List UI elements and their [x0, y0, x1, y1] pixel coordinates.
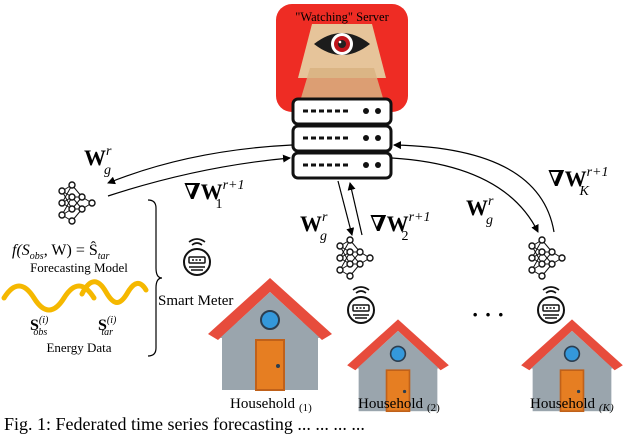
neural-network-icon-K: [528, 236, 566, 280]
smart-meter-label: Smart Meter: [158, 293, 233, 309]
neural-network-icon-2: [336, 236, 374, 280]
s-obs-label: S(i)obs: [30, 315, 49, 338]
arrow-client2-to-server: [347, 182, 363, 236]
arrow-client1-to-server: [107, 154, 291, 197]
arrow-server-to-client1: [107, 144, 293, 185]
forecasting-model-formula: f(Sobs, W) = Ŝtar: [12, 240, 110, 262]
server-icon: "Watching" Server: [276, 4, 408, 180]
s-tar-label: S(i)tar: [98, 315, 117, 338]
arrow-clientK-to-server: [393, 141, 555, 233]
server-rack-icon: [291, 97, 393, 180]
household-label-K: Household(K): [530, 396, 614, 414]
figure-caption: Fig. 1: Federated time series forecastin…: [4, 414, 365, 434]
arrow-server-to-client2: [337, 180, 355, 236]
household-label-2: Household(2): [358, 396, 440, 414]
household-label-1: Household(1): [230, 396, 312, 414]
smart-meter-icon-K: [537, 286, 565, 324]
neural-network-icon-1: [58, 181, 96, 225]
forecasting-model-label: Forecasting Model: [30, 260, 128, 275]
client1-brace: [147, 199, 163, 357]
server-label: "Watching" Server: [295, 10, 389, 24]
arrow-server-to-clientK: [391, 157, 539, 233]
energy-wave-tar: [79, 279, 149, 305]
ellipsis: · · ·: [471, 302, 504, 327]
energy-data-label: Energy Data: [46, 340, 111, 355]
smart-meter-icon-2: [347, 286, 375, 324]
smart-meter-icon-1: [183, 238, 211, 276]
energy-wave-obs: [1, 283, 97, 313]
